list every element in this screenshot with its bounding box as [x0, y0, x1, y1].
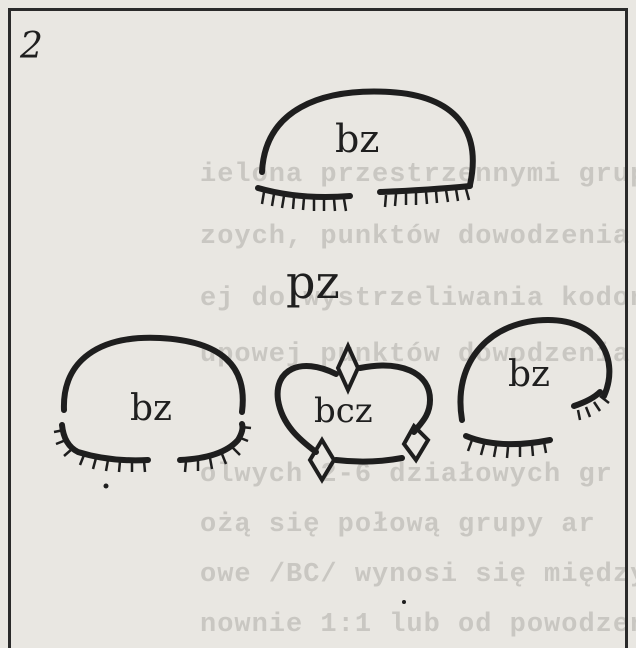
left-zone-right-edge [180, 424, 243, 460]
bottom-left-diamond [310, 440, 334, 480]
top-zone: bz [258, 92, 473, 211]
right-zone: bz [460, 320, 609, 458]
figure-number: 2 [19, 26, 43, 67]
center-zone-bottom-edge [336, 458, 402, 462]
ink-dot [104, 484, 109, 489]
right-zone-bottom-edge [466, 436, 550, 444]
top-zone-label: bz [335, 117, 379, 161]
middle-zone-label: pz [286, 255, 340, 309]
center-zone: bcz [278, 346, 430, 480]
ink-dot [402, 600, 406, 604]
right-zone-hatching [468, 396, 609, 458]
center-zone-label: bcz [314, 391, 373, 431]
left-zone-label: bz [130, 388, 172, 429]
left-zone: bz [54, 338, 251, 489]
top-diamond [338, 346, 358, 390]
right-zone-label: bz [508, 354, 550, 395]
top-zone-left-edge [258, 188, 350, 197]
left-zone-left-edge [62, 425, 148, 460]
